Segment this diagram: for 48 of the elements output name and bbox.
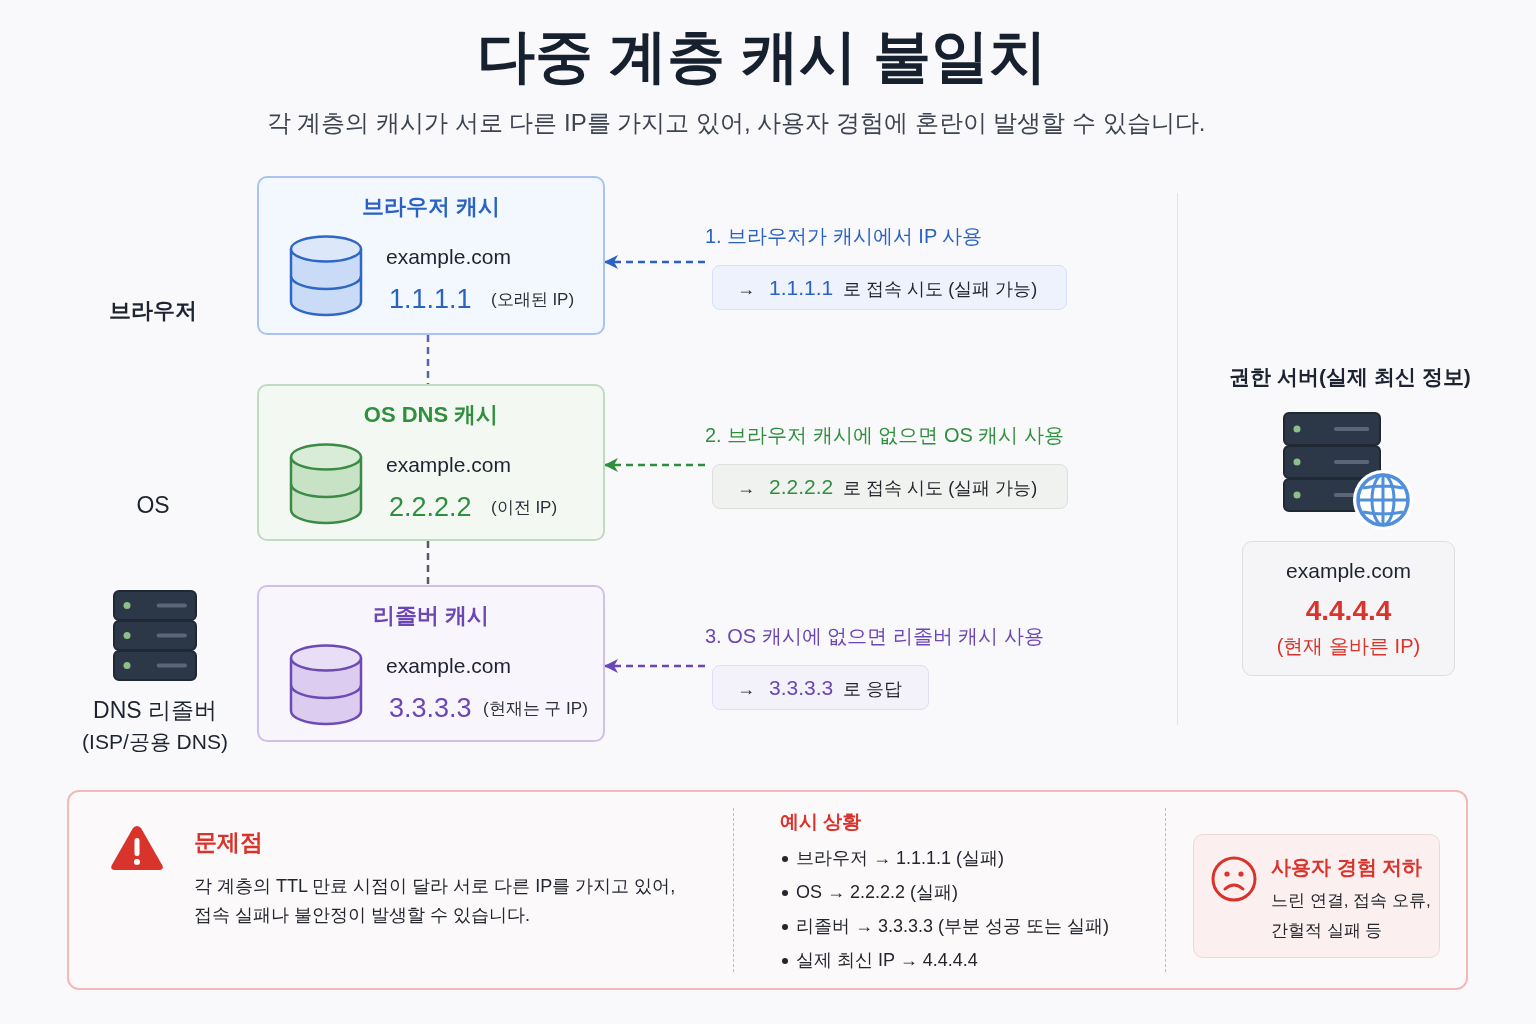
layer-label: 브라우저	[109, 297, 197, 325]
cache-box	[257, 384, 605, 541]
example-item: 브라우저 → 1.1.1.1 (실패)	[796, 847, 1005, 870]
step-heading: 3. OS 캐시에 없으면 리졸버 캐시 사용	[705, 624, 1044, 649]
ip-note: (현재는 구 IP)	[483, 698, 588, 720]
server-record-box	[1242, 541, 1455, 676]
example-heading: 예시 상황	[780, 810, 862, 834]
cache-title: 리졸버 캐시	[372, 602, 490, 630]
ip-address: 3.3.3.3	[389, 692, 472, 724]
problem-panel	[67, 790, 1468, 990]
attempt-result-box: → 3.3.3.3 로 응답	[712, 665, 929, 710]
ip-note: (오래된 IP)	[491, 289, 575, 311]
layer-label: OS	[136, 491, 170, 520]
example-item: OS → 2.2.2.2 (실패)	[796, 881, 959, 904]
dashed-line	[426, 335, 430, 384]
ip-address: 2.2.2.2	[389, 491, 472, 523]
step-heading: 1. 브라우저가 캐시에서 IP 사용	[705, 224, 983, 249]
cache-title: OS DNS 캐시	[363, 401, 499, 429]
cache-title: 브라우저 캐시	[361, 193, 501, 221]
example-item: 리졸버 → 3.3.3.3 (부분 성공 또는 실패)	[796, 915, 1110, 938]
cache-box	[257, 176, 605, 335]
layer-label: (ISP/공용 DNS)	[82, 729, 228, 755]
domain-name: example.com	[386, 452, 511, 478]
example-item: 실제 최신 IP → 4.4.4.4	[796, 949, 978, 972]
layer-label: DNS 리졸버	[93, 696, 217, 725]
domain-name: example.com	[386, 653, 511, 679]
ip-note: (현재 올바른 IP)	[1276, 634, 1421, 659]
attempt-result-box: → 1.1.1.1 로 접속 시도 (실패 가능)	[712, 265, 1067, 310]
impact-box	[1193, 834, 1440, 958]
domain-name: example.com	[386, 244, 511, 270]
panel-heading: 문제점	[194, 828, 263, 857]
dashed-arrow	[604, 255, 705, 269]
ip-note: (이전 IP)	[491, 497, 558, 519]
subtitle: 각 계층의 캐시가 서로 다른 IP를 가지고 있어, 사용자 경험에 혼란이 발생할 수 있습니다.	[266, 108, 1206, 138]
dashed-line	[426, 541, 430, 585]
section-heading: 권한 서버(실제 최신 정보)	[1229, 364, 1471, 390]
dashed-arrow	[604, 659, 705, 673]
domain-name: example.com	[1286, 558, 1411, 584]
step-heading: 2. 브라우저 캐시에 없으면 OS 캐시 사용	[705, 423, 1064, 448]
attempt-result-box: → 2.2.2.2 로 접속 시도 (실패 가능)	[712, 464, 1068, 509]
page-title: 다중 계층 캐시 불일치	[476, 22, 1048, 90]
dashed-arrow	[604, 458, 705, 472]
cache-box	[257, 585, 605, 742]
problem-description: 각 계층의 TTL 만료 시점이 달라 서로 다른 IP를 가지고 있어, 접속 실패나 불안정이 발생할 수 있습니다.	[194, 875, 677, 927]
ip-address: 4.4.4.4	[1305, 594, 1392, 628]
impact-description: 느린 연결, 접속 오류, 간헐적 실패 등	[1271, 890, 1432, 942]
ip-address: 1.1.1.1	[389, 283, 472, 315]
impact-heading: 사용자 경험 저하	[1271, 855, 1423, 880]
